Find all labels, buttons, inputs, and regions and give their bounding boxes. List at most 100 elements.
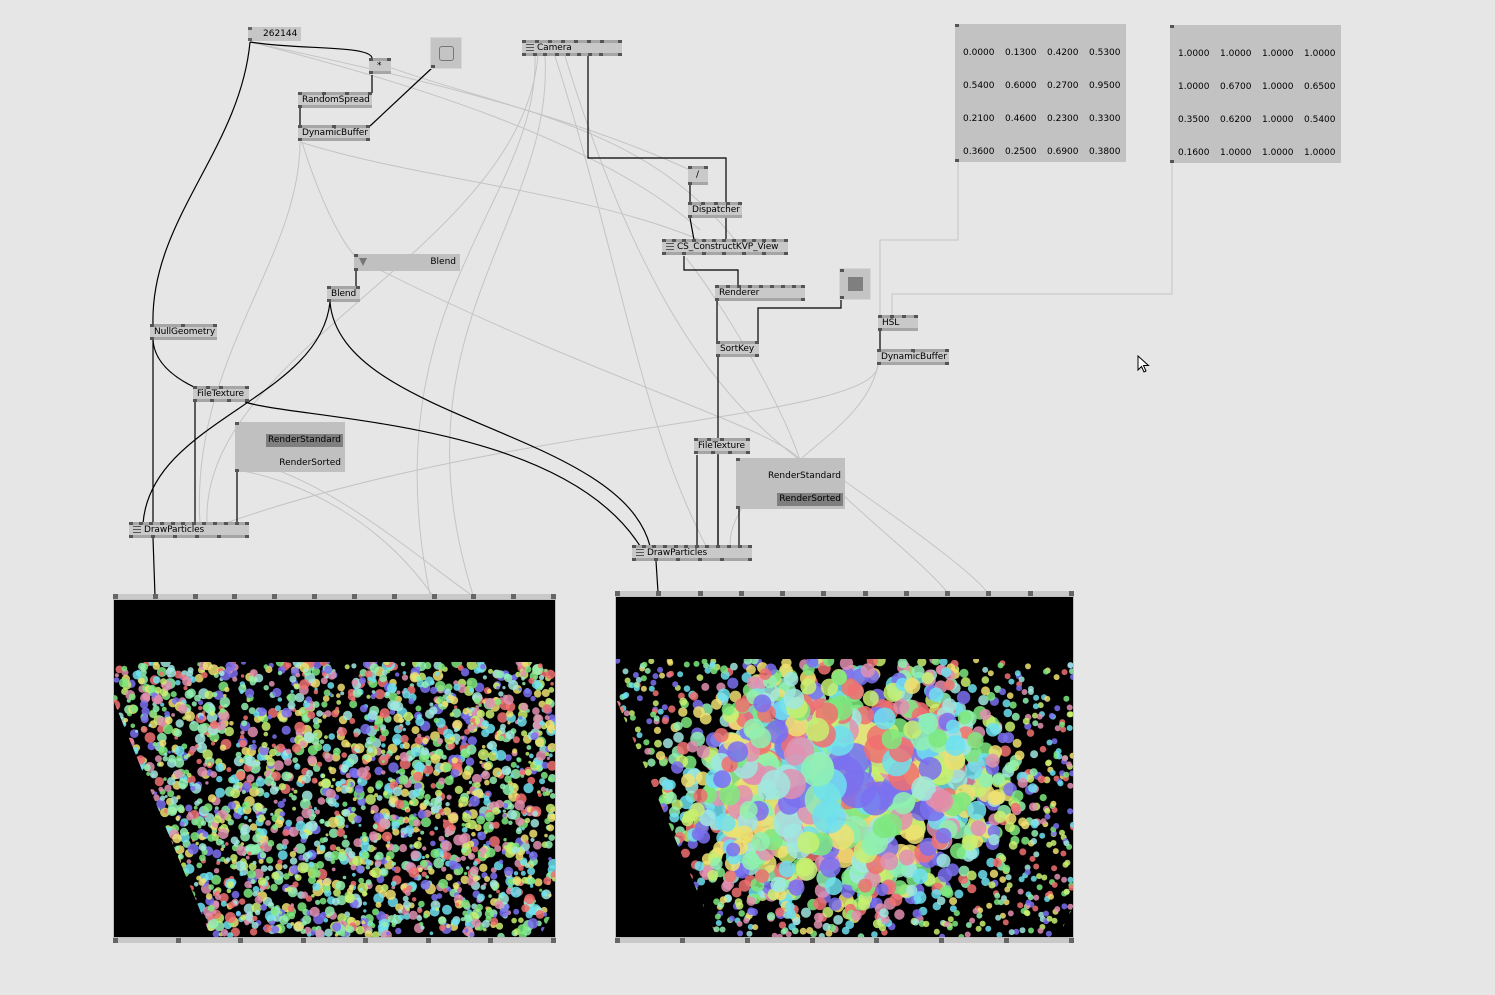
renderer-pin[interactable] xyxy=(113,938,118,943)
hamburger-menu-icon[interactable] xyxy=(666,243,674,250)
triangle-down-icon[interactable] xyxy=(359,258,367,266)
toggle-button[interactable] xyxy=(839,268,871,300)
renderer-pin[interactable] xyxy=(551,938,556,943)
technique-enum-2[interactable]: RenderStandard RenderSorted xyxy=(736,458,845,509)
matrix-cell[interactable]: 0.3800 xyxy=(1089,147,1121,157)
matrix-cell[interactable]: 0.9500 xyxy=(1089,81,1121,91)
matrix-cell[interactable]: 0.3300 xyxy=(1089,114,1121,124)
renderer-pin[interactable] xyxy=(615,938,620,943)
matrix-cell[interactable]: 0.6200 xyxy=(1220,115,1252,125)
renderer-pin[interactable] xyxy=(153,594,158,599)
matrix-cell[interactable]: 0.1600 xyxy=(1178,148,1210,158)
matrix-cell[interactable]: 1.0000 xyxy=(1178,49,1210,59)
matrix-cell[interactable]: 0.0000 xyxy=(963,48,995,58)
bang-button[interactable] xyxy=(430,37,462,69)
matrix-cell[interactable]: 0.1300 xyxy=(1005,48,1037,58)
matrix-cell[interactable]: 0.5300 xyxy=(1089,48,1121,58)
matrix-cell[interactable]: 0.6900 xyxy=(1047,147,1079,157)
matrix-cell[interactable]: 0.6000 xyxy=(1005,81,1037,91)
node-random-spread[interactable]: RandomSpread xyxy=(298,92,372,108)
matrix-cell[interactable]: 0.6500 xyxy=(1304,82,1336,92)
matrix-cell[interactable]: 0.5400 xyxy=(1304,115,1336,125)
renderer-pin[interactable] xyxy=(471,594,476,599)
renderer-pin[interactable] xyxy=(272,594,277,599)
enum-option-render-sorted[interactable]: RenderSorted xyxy=(777,493,843,506)
node-dynamic-buffer-2[interactable]: DynamicBuffer xyxy=(877,349,949,365)
node-file-texture[interactable]: FileTexture xyxy=(193,386,249,402)
matrix-cell[interactable]: 1.0000 xyxy=(1262,49,1294,59)
node-divide[interactable]: / xyxy=(688,166,708,185)
renderer-pin[interactable] xyxy=(426,938,431,943)
matrix-cell[interactable]: 1.0000 xyxy=(1262,148,1294,158)
node-null-geometry[interactable]: NullGeometry xyxy=(150,324,217,340)
renderer-pin[interactable] xyxy=(874,938,879,943)
renderer-pin[interactable] xyxy=(945,591,950,596)
matrix-cell[interactable]: 1.0000 xyxy=(1262,115,1294,125)
matrix-cell[interactable]: 0.6700 xyxy=(1220,82,1252,92)
renderer-pin[interactable] xyxy=(986,591,991,596)
renderer-pin[interactable] xyxy=(113,594,118,599)
renderer-pin[interactable] xyxy=(745,938,750,943)
renderer-pin[interactable] xyxy=(1069,938,1074,943)
renderer-pin[interactable] xyxy=(232,594,237,599)
matrix-cell[interactable]: 0.3500 xyxy=(1178,115,1210,125)
renderer-pin[interactable] xyxy=(432,594,437,599)
renderer-pin[interactable] xyxy=(363,938,368,943)
renderer-window-sorted[interactable] xyxy=(615,596,1074,938)
matrix-cell[interactable]: 0.2300 xyxy=(1047,114,1079,124)
matrix-cell[interactable]: 0.2700 xyxy=(1047,81,1079,91)
node-dispatcher[interactable]: Dispatcher xyxy=(688,202,742,218)
matrix-cell[interactable]: 1.0000 xyxy=(1304,49,1336,59)
renderer-pin[interactable] xyxy=(488,938,493,943)
hamburger-menu-icon[interactable] xyxy=(133,526,141,533)
node-draw-particles-1[interactable]: DrawParticles xyxy=(129,522,249,538)
node-cs-construct-kvp-view[interactable]: CS_ConstructKVP_View xyxy=(662,239,788,255)
renderer-pin[interactable] xyxy=(238,938,243,943)
renderer-pin[interactable] xyxy=(301,938,306,943)
matrix-cell[interactable]: 1.0000 xyxy=(1178,82,1210,92)
enum-option-render-sorted[interactable]: RenderSorted xyxy=(279,458,341,468)
node-draw-particles-2[interactable]: DrawParticles xyxy=(632,545,752,561)
matrix-cell[interactable]: 0.5400 xyxy=(963,81,995,91)
renderer-window-standard[interactable] xyxy=(113,599,556,938)
renderer-pin[interactable] xyxy=(312,594,317,599)
renderer-pin[interactable] xyxy=(1004,938,1009,943)
renderer-pin[interactable] xyxy=(739,591,744,596)
node-dynamic-buffer[interactable]: DynamicBuffer xyxy=(298,125,370,141)
matrix-cell[interactable]: 0.4600 xyxy=(1005,114,1037,124)
renderer-pin[interactable] xyxy=(352,594,357,599)
node-renderer[interactable]: Renderer xyxy=(715,285,805,301)
node-hsl[interactable]: HSL xyxy=(878,315,918,331)
renderer-pin[interactable] xyxy=(1028,591,1033,596)
renderer-pin[interactable] xyxy=(939,938,944,943)
matrix-cell[interactable]: 0.4200 xyxy=(1047,48,1079,58)
renderer-pin[interactable] xyxy=(780,591,785,596)
enum-option-render-standard[interactable]: RenderStandard xyxy=(266,434,343,447)
matrix-cell[interactable]: 1.0000 xyxy=(1220,49,1252,59)
matrix-cell[interactable]: 1.0000 xyxy=(1262,82,1294,92)
renderer-pin[interactable] xyxy=(615,591,620,596)
renderer-pin[interactable] xyxy=(511,594,516,599)
matrix-cell[interactable]: 1.0000 xyxy=(1304,148,1336,158)
renderer-pin[interactable] xyxy=(176,938,181,943)
renderer-pin[interactable] xyxy=(656,591,661,596)
iobox-spread-count[interactable]: 262144 xyxy=(248,27,301,41)
node-camera[interactable]: Camera xyxy=(522,40,622,56)
renderer-pin[interactable] xyxy=(551,594,556,599)
node-sortkey[interactable]: SortKey xyxy=(716,341,759,357)
renderer-pin[interactable] xyxy=(193,594,198,599)
renderer-pin[interactable] xyxy=(821,591,826,596)
renderer-pin[interactable] xyxy=(698,591,703,596)
node-blend[interactable]: Blend xyxy=(327,286,360,302)
matrix-cell[interactable]: 0.2100 xyxy=(963,114,995,124)
renderer-pin[interactable] xyxy=(810,938,815,943)
renderer-pin[interactable] xyxy=(392,594,397,599)
node-file-texture-2[interactable]: FileTexture xyxy=(694,438,750,454)
renderer-pin[interactable] xyxy=(863,591,868,596)
node-multiply[interactable]: * xyxy=(369,58,391,74)
value-matrix-2[interactable]: 1.0000 1.0000 1.0000 1.0000 1.0000 0.6700 1.00… xyxy=(1170,25,1341,163)
hamburger-menu-icon[interactable] xyxy=(526,44,534,51)
blend-enum-dropdown[interactable]: Blend xyxy=(354,254,460,271)
matrix-cell[interactable]: 1.0000 xyxy=(1220,148,1252,158)
renderer-pin[interactable] xyxy=(1069,591,1074,596)
